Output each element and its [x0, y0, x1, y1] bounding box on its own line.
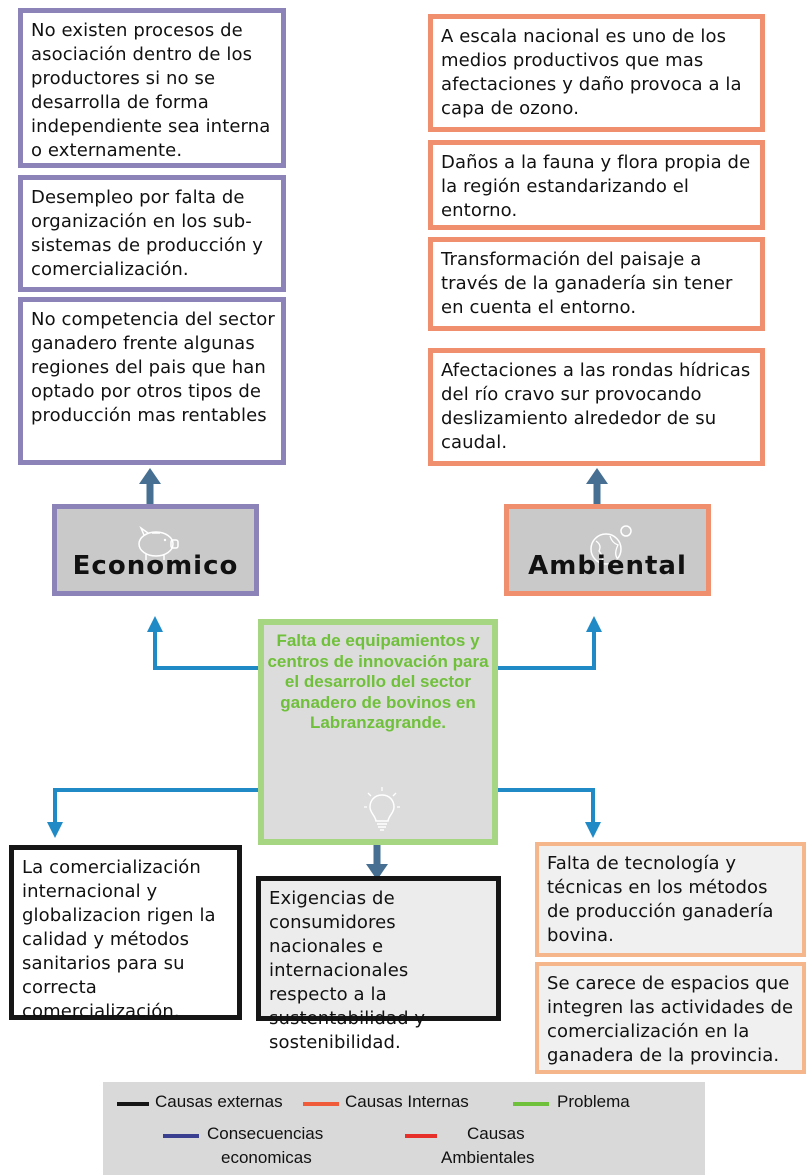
causa-interna-2: Se carece de espacios que integren las a… [535, 962, 806, 1074]
arrow-problem-to-causas-internas [498, 788, 601, 838]
piggy-bank-icon [137, 525, 179, 560]
causa-externa-1: La comercialización internacional y glob… [9, 845, 242, 1022]
problem-box: Falta de equipamientos y centros de inno… [258, 619, 498, 845]
arrow-problem-to-ambiental [498, 616, 602, 670]
arrow-ambiental-up [586, 468, 608, 504]
arrow-problem-to-causas-externas [47, 788, 258, 838]
consecuencia-economica-3: No competencia del sector ganadero frent… [18, 297, 286, 465]
consecuencia-ambiental-4: Afectaciones a las rondas hídricas del r… [428, 348, 765, 466]
globe-icon [589, 525, 632, 565]
legend: Causas externas Causas Internas Problema… [103, 1082, 705, 1175]
problem-text: Falta de equipamientos y centros de inno… [267, 631, 489, 732]
arrow-problem-down [366, 845, 388, 880]
consecuencia-ambiental-1: A escala nacional es uno de los medios p… [428, 14, 765, 132]
category-ambiental: Ambiental [504, 504, 711, 596]
consecuencia-ambiental-3: Transformación del paisaje a través de l… [428, 237, 765, 331]
consecuencia-ambiental-2: Daños a la fauna y flora propia de la re… [428, 140, 765, 230]
consecuencia-economica-2: Desempleo por falta de organización en l… [18, 175, 286, 292]
consecuencia-economica-1: No existen procesos de asociación dentro… [18, 8, 286, 168]
causa-externa-2: Exigencias de consumidores nacionales e … [256, 876, 501, 1053]
arrow-problem-to-economico [147, 616, 258, 670]
lightbulb-icon [364, 787, 400, 831]
category-economico-label: Economico [72, 551, 239, 581]
causa-interna-1: Falta de tecnología y técnicas en los mé… [535, 842, 806, 957]
category-economico: Economico [52, 504, 259, 596]
category-ambiental-label: Ambiental [528, 551, 687, 581]
arrow-economico-up [139, 468, 161, 504]
